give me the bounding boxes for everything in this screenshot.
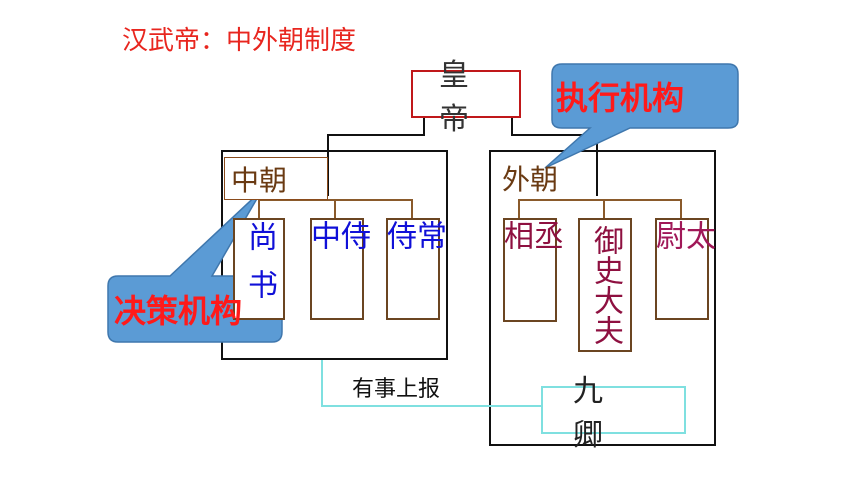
office-yushidafu-label: 御史大夫 [588, 225, 623, 345]
outer-court-label: 外朝 [502, 163, 559, 196]
decision-callout-label: 决策机构 [114, 292, 243, 330]
office-taiwei-label: 太尉 [650, 220, 715, 272]
emperor-to-inner-court-line [327, 118, 425, 196]
office-yushidafu: 御史大夫 [578, 218, 632, 352]
outer-court-branch-line [518, 199, 682, 218]
emperor-to-outer-court-line [511, 118, 598, 196]
emperor-box: 皇帝 [411, 58, 521, 137]
executive-callout-label: 执行机构 [556, 79, 685, 117]
office-taiwei: 太尉 [650, 218, 715, 320]
executive-callout-bubble [544, 63, 739, 169]
report-label: 有事上报 [352, 377, 441, 402]
office-chengxiang-label: 丞相 [498, 220, 563, 272]
office-shangshu: 尚书 [233, 218, 285, 320]
inner-court-branch-line [258, 199, 413, 218]
report-line [321, 360, 541, 407]
outer-court-frame [489, 150, 716, 446]
office-shizhong-label: 侍中 [305, 220, 370, 272]
nine-ministers-box: 九卿 [541, 374, 686, 453]
diagram-title: 汉武帝：中外朝制度 [122, 26, 357, 56]
office-shizhong: 侍中 [305, 218, 370, 320]
office-changshi: 常侍 [381, 218, 446, 320]
office-shangshu-label: 尚书 [242, 221, 277, 317]
inner-court-label: 中朝 [224, 157, 328, 200]
office-chengxiang: 丞相 [498, 218, 563, 322]
office-changshi-label: 常侍 [381, 220, 446, 272]
